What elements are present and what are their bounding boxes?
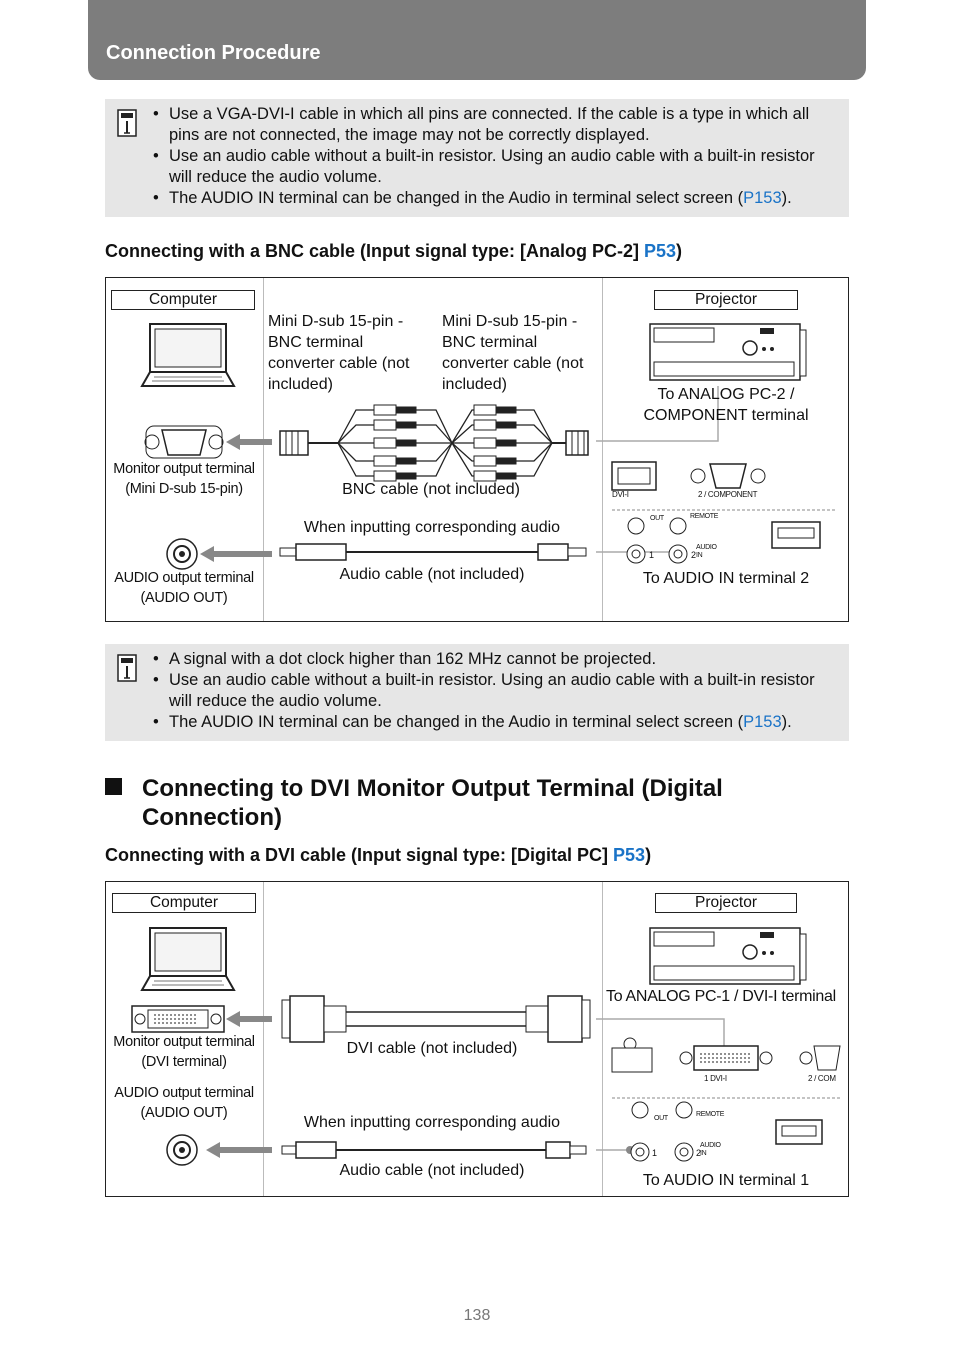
note-box-1: Use a VGA-DVI-I cable in which all pins … [105,99,849,217]
connection-line [596,386,719,442]
column-divider [602,882,603,1196]
port-label: AUDIO IN [700,1142,721,1157]
bnc-diagram-art [140,323,836,570]
port-label: AUDIO IN [696,544,717,559]
connector-panel-icon [611,461,836,564]
terminal-label: AUDIO output terminal (AUDIO OUT) [114,570,254,606]
terminal-label: To AUDIO IN terminal 1 [642,1172,810,1189]
computer-label: Computer [111,290,255,310]
projector-label: Projector [655,893,797,913]
vga-port-icon [144,425,224,459]
audio-note: When inputting corresponding audio [303,1114,561,1131]
cable-description: Mini D-sub 15-pin - BNC terminal convert… [442,313,584,393]
terminal-label: To ANALOG PC-1 / DVI-I terminal [606,988,836,1005]
port-label: OUT [654,1115,668,1122]
connector-panel-icon [611,1037,841,1162]
note-item: The AUDIO IN terminal can be changed in … [153,712,839,733]
projector-icon [649,927,807,985]
dvi-diagram: Computer Projector To ANALOG PC-1 / DVI-… [105,881,849,1197]
column-divider [602,278,603,621]
dvi-port-icon [131,1005,225,1033]
bnc-heading: Connecting with a BNC cable (Input signa… [105,241,683,261]
arrow-icon [226,434,272,450]
arrow-icon [206,1142,272,1158]
column-divider [263,278,264,621]
port-label: DVI-I [612,490,629,499]
bnc-diagram: Computer Projector Mini D-sub 15-pin - B… [105,277,849,622]
port-label: REMOTE [696,1111,725,1118]
terminal-label: To AUDIO IN terminal 2 [642,570,810,587]
terminal-label: To ANALOG PC-2 / COMPONENT terminal [643,386,809,424]
port-label: 1 DVI-I [704,1074,727,1083]
terminal-label: AUDIO output terminal (AUDIO OUT) [114,1085,254,1121]
note-box-2: A signal with a dot clock higher than 16… [105,644,849,741]
page-link[interactable]: P53 [613,845,646,865]
dvi-diagram-art [131,927,841,1166]
section-title: Connecting to DVI Monitor Output Termina… [142,775,723,831]
note-item: Use a VGA-DVI-I cable in which all pins … [153,104,839,146]
terminal-label: Monitor output terminal (DVI terminal) [113,1034,255,1070]
port-label: 2 [696,1148,701,1158]
audio-cable-icon [279,543,587,561]
port-label: 2 [691,550,696,560]
dvi-cable-icon [281,995,591,1043]
audio-jack-icon [166,538,198,570]
port-label: 1 [649,550,654,560]
laptop-icon [140,927,236,991]
cable-description: Mini D-sub 15-pin - BNC terminal convert… [268,313,410,393]
header-title: Connection Procedure [106,42,321,64]
cable-label: DVI cable (not included) [346,1040,518,1057]
header-bar: Connection Procedure [88,0,866,80]
port-label: 1 [652,1148,657,1158]
port-label: OUT [650,515,664,522]
laptop-icon [140,323,236,387]
note-item: Use an audio cable without a built-in re… [153,146,839,188]
note-item: A signal with a dot clock higher than 16… [153,649,839,670]
audio-cable-icon [281,1141,587,1159]
page-link[interactable]: P153 [743,713,782,731]
dvi-heading: Connecting with a DVI cable (Input signa… [105,845,652,865]
audio-jack-icon [166,1134,198,1166]
projector-icon [649,323,807,381]
square-bullet-icon [105,778,122,795]
page-number: 138 [463,1307,491,1324]
note-icon [117,109,137,137]
cable-label: Audio cable (not included) [339,566,525,583]
audio-note: When inputting corresponding audio [303,519,561,536]
port-label: REMOTE [690,513,719,520]
cable-label: Audio cable (not included) [339,1162,525,1179]
port-label: 2 / COM [808,1074,836,1083]
connection-line [596,1018,725,1052]
computer-label: Computer [112,893,256,913]
note-icon [117,654,137,682]
bnc-cable-icon [279,404,589,482]
projector-label: Projector [654,290,798,310]
column-divider [263,882,264,1196]
page-link[interactable]: P153 [743,189,782,207]
note-item: Use an audio cable without a built-in re… [153,670,839,712]
terminal-label: Monitor output terminal (Mini D-sub 15-p… [113,461,255,497]
note-item: The AUDIO IN terminal can be changed in … [153,188,839,209]
page-link[interactable]: P53 [644,241,677,261]
cable-label: BNC cable (not included) [342,481,520,498]
arrow-icon [200,546,272,562]
port-label: 2 / COMPONENT [698,490,758,499]
arrow-icon [226,1011,272,1027]
